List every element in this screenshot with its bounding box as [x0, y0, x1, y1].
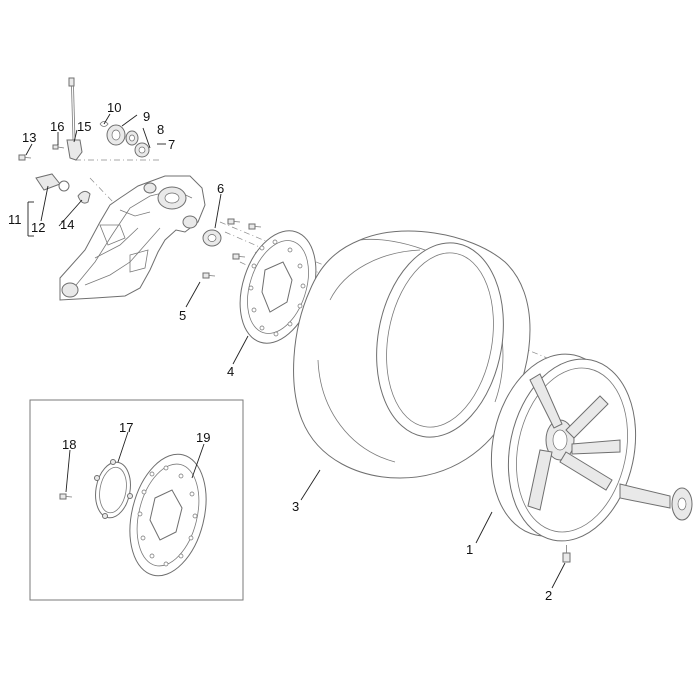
swing-arm [59, 175, 206, 301]
clip-10 [99, 121, 109, 127]
bushing-6 [202, 229, 222, 247]
bolt-5d [202, 272, 216, 279]
bolt-18 [59, 493, 73, 500]
bolt-13 [18, 154, 32, 161]
label-part-14: 14 [60, 217, 74, 232]
label-part-15: 15 [77, 119, 91, 134]
bearing-8 [125, 130, 139, 146]
label-part-9: 9 [143, 109, 150, 124]
label-part-6: 6 [217, 181, 224, 196]
cap-14 [77, 190, 91, 204]
bolt-16 [52, 144, 65, 150]
optional-kit-box [29, 399, 244, 601]
label-part-5: 5 [179, 308, 186, 323]
label-part-17: 17 [119, 420, 133, 435]
valve-2 [562, 545, 571, 563]
bolt-5c [232, 253, 246, 260]
label-part-18: 18 [62, 437, 76, 452]
leader-lines [25, 113, 566, 589]
label-part-19: 19 [196, 430, 210, 445]
speed-sensor-cable [66, 77, 83, 161]
gear-9 [106, 124, 126, 146]
brake-disc-19 [129, 453, 207, 577]
bolt-5a [227, 218, 241, 225]
nut-7 [134, 142, 150, 158]
tyre-3 [293, 230, 531, 479]
label-part-8: 8 [157, 122, 164, 137]
label-part-16: 16 [50, 119, 64, 134]
tone-ring-17 [94, 459, 133, 519]
label-part-4: 4 [227, 364, 234, 379]
bolt-5b [248, 223, 262, 230]
part-labels: 1 2 3 4 5 6 7 8 9 10 11 12 13 14 15 16 1… [8, 100, 552, 603]
label-part-3: 3 [292, 499, 299, 514]
label-part-13: 13 [22, 130, 36, 145]
axle-shaft [619, 483, 693, 521]
sensor-12 [35, 173, 70, 192]
wheel-rim-1 [490, 353, 637, 542]
label-part-12: 12 [31, 220, 45, 235]
label-part-10: 10 [107, 100, 121, 115]
label-part-7: 7 [168, 137, 175, 152]
brake-disc-4 [239, 230, 317, 344]
label-part-11: 11 [8, 212, 22, 227]
label-part-1: 1 [466, 542, 473, 557]
label-part-2: 2 [545, 588, 552, 603]
